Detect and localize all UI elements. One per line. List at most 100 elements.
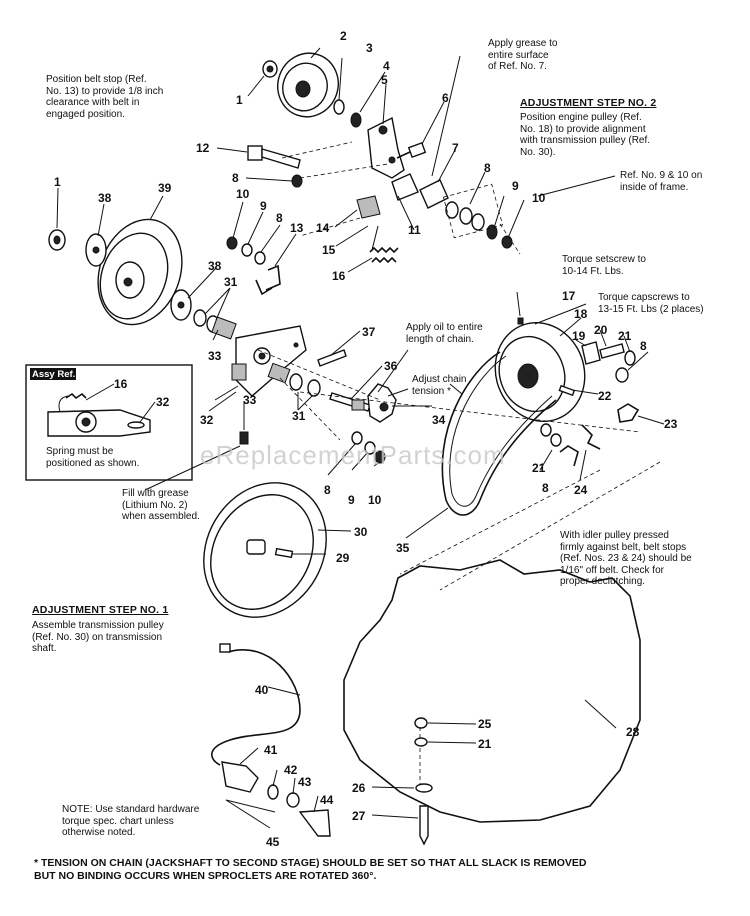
bearing-33-top — [211, 316, 237, 340]
washer-3 — [333, 99, 345, 115]
ref-41: 41 — [264, 743, 278, 757]
adjustment-step-1-header: ADJUSTMENT STEP NO. 1 — [32, 604, 169, 616]
bolt-37 — [317, 349, 347, 367]
bolt-6 — [396, 142, 427, 159]
ref-39: 39 — [158, 181, 172, 195]
ref-1-top: 1 — [236, 93, 243, 107]
ref-44: 44 — [320, 793, 334, 807]
ref-7: 7 — [452, 141, 459, 155]
ref-6: 6 — [442, 91, 449, 105]
bushing-1-left — [48, 229, 66, 251]
ref-4: 4 — [383, 59, 390, 73]
engine-pulley-18 — [494, 321, 586, 423]
ref-40: 40 — [255, 683, 269, 697]
ref-8-left: 8 — [276, 211, 283, 225]
assy-ref-inset — [25, 364, 193, 481]
ref-35: 35 — [396, 541, 410, 555]
adjustment-step-2-header: ADJUSTMENT STEP NO. 2 — [520, 97, 657, 109]
ref-9-lower: 9 — [348, 493, 355, 507]
ref-20: 20 — [594, 323, 608, 337]
ref-1-left: 1 — [54, 175, 61, 189]
washers-10-9-8-13 — [226, 236, 281, 296]
belt-stops-23-24 — [559, 403, 640, 467]
ref-28: 28 — [626, 725, 640, 739]
ref-30: 30 — [354, 525, 368, 539]
ref-21-upper: 21 — [618, 329, 632, 343]
ref-45: 45 — [266, 835, 280, 849]
washers-8-21-lower — [540, 423, 562, 447]
spring-16 — [369, 225, 399, 264]
ref-8-bolt: 8 — [232, 171, 239, 185]
pulley-30 — [203, 482, 327, 618]
footer-chain-tension-note: * TENSION ON CHAIN (JACKSHAFT TO SECOND … — [34, 857, 587, 882]
washers-31-mid — [289, 373, 321, 397]
ref-19: 19 — [572, 329, 586, 343]
ref-17: 17 — [562, 289, 576, 303]
ref-16-inset: 16 — [114, 377, 128, 391]
ref-16-spring: 16 — [332, 269, 346, 283]
ref-38-mid: 38 — [208, 259, 222, 273]
note-adjust-chain: Adjust chain tension * — [412, 374, 467, 397]
setscrew-17 — [517, 317, 524, 325]
ref-8-lower: 8 — [324, 483, 331, 497]
hub-38-right — [170, 289, 192, 321]
ref-33-mid: 33 — [243, 393, 257, 407]
ref-10-left: 10 — [236, 187, 250, 201]
ref-21-engine: 21 — [478, 737, 492, 751]
note-apply-oil: Apply oil to entire length of chain. — [406, 322, 483, 345]
ref-18: 18 — [574, 307, 588, 321]
ref-34: 34 — [432, 413, 446, 427]
adjustment-step-2-body: Position engine pulley (Ref. No. 18) to … — [520, 112, 651, 158]
watermark: eReplacementParts.com — [200, 440, 506, 470]
engine-bolts — [414, 717, 433, 846]
grease-fitting — [239, 431, 249, 445]
ref-21-mid: 21 — [532, 461, 546, 475]
key-22 — [558, 384, 576, 397]
note-idler-pulley: With idler pulley pressed firmly against… — [560, 530, 692, 587]
ref-32-inset: 32 — [156, 395, 170, 409]
reference-numbers: 1 2 3 4 5 6 7 8 9 10 12 8 11 14 15 16 1 … — [54, 29, 678, 849]
washers-8-9-10-top — [445, 201, 513, 249]
bearing-33-mid — [267, 362, 291, 384]
nut-4 — [350, 112, 362, 128]
note-spring-position: Spring must be positioned as shown. — [46, 446, 140, 469]
ref-31-lower: 31 — [292, 409, 306, 423]
belt-35 — [441, 351, 557, 516]
ref-2: 2 — [340, 29, 347, 43]
note-belt-stop: Position belt stop (Ref. No. 13) to prov… — [46, 74, 164, 120]
ref-38-top: 38 — [98, 191, 112, 205]
hub-19-20-21 — [581, 341, 636, 383]
ref-10-lower: 10 — [368, 493, 382, 507]
spacer-7 — [419, 179, 449, 209]
engine-28 — [343, 559, 641, 823]
note-grease-ref7: Apply grease to entire surface of Ref. N… — [488, 38, 558, 72]
ref-33-left: 33 — [208, 349, 222, 363]
ref-42: 42 — [284, 763, 298, 777]
ref-43: 43 — [298, 775, 312, 789]
ref-29: 29 — [336, 551, 350, 565]
ref-8-right: 8 — [640, 339, 647, 353]
ref-25: 25 — [478, 717, 492, 731]
ref-32-bracket: 32 — [200, 413, 214, 427]
leader-lines — [56, 47, 665, 829]
ref-14: 14 — [316, 221, 330, 235]
spacer-11 — [391, 173, 419, 201]
hub-38-left — [85, 233, 107, 267]
ref-26: 26 — [352, 781, 366, 795]
bearing-33-left — [231, 363, 247, 381]
ref-9-left: 9 — [260, 199, 267, 213]
ref-22: 22 — [598, 389, 612, 403]
assy-ref-label: Assy Ref. — [32, 369, 76, 380]
note-hardware-torque: NOTE: Use standard hardware torque spec.… — [62, 804, 200, 838]
note-fill-grease: Fill with grease (Lithium No. 2) when as… — [122, 488, 200, 522]
ref-37: 37 — [362, 325, 376, 339]
pulley-39 — [97, 218, 183, 326]
ref-13: 13 — [290, 221, 304, 235]
adjustment-step-1-body: Assemble transmission pulley (Ref. No. 3… — [32, 620, 164, 654]
ref-8-mid-right: 8 — [542, 481, 549, 495]
ref-5: 5 — [381, 73, 388, 87]
key-29 — [274, 547, 294, 559]
ref-12: 12 — [196, 141, 210, 155]
